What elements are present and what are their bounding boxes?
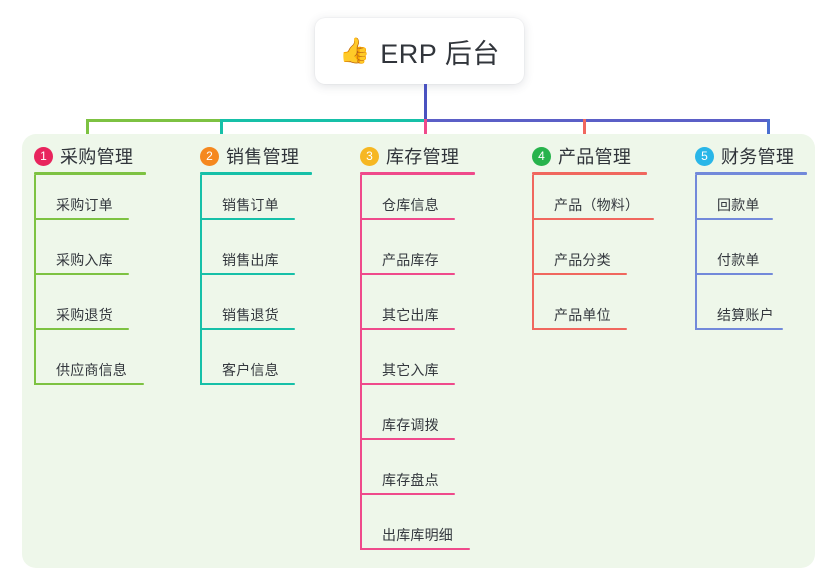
leaf-item[interactable]: 其它出库 bbox=[360, 290, 455, 330]
leaf-item-underline bbox=[200, 218, 295, 220]
column-header-3[interactable]: 3 库存管理 bbox=[360, 143, 459, 169]
column-number-badge: 3 bbox=[360, 146, 379, 166]
column-underline bbox=[360, 172, 475, 175]
leaf-item-underline bbox=[34, 218, 129, 220]
leaf-item-label: 客户信息 bbox=[222, 362, 279, 378]
leaf-item-label: 仓库信息 bbox=[382, 197, 439, 213]
leaf-item[interactable]: 采购订单 bbox=[34, 180, 129, 220]
leaf-item[interactable]: 产品库存 bbox=[360, 235, 455, 275]
leaf-item[interactable]: 其它入库 bbox=[360, 345, 455, 385]
leaf-item-label: 库存盘点 bbox=[382, 472, 439, 488]
leaf-item[interactable]: 产品（物料） bbox=[532, 180, 654, 220]
leaf-item[interactable]: 库存盘点 bbox=[360, 455, 455, 495]
leaf-item-underline bbox=[360, 548, 470, 550]
column-number-badge: 2 bbox=[200, 146, 219, 166]
leaf-item-underline bbox=[532, 273, 627, 275]
column-spine bbox=[695, 175, 697, 330]
leaf-item-label: 库存调拨 bbox=[382, 417, 439, 433]
leaf-item-underline bbox=[360, 438, 455, 440]
column-header-1[interactable]: 1 采购管理 bbox=[34, 143, 133, 169]
leaf-item-underline bbox=[200, 328, 295, 330]
column-underline bbox=[695, 172, 807, 175]
leaf-item-label: 产品分类 bbox=[554, 252, 611, 268]
column-title: 销售管理 bbox=[226, 147, 300, 167]
leaf-item[interactable]: 产品单位 bbox=[532, 290, 627, 330]
leaf-item[interactable]: 销售出库 bbox=[200, 235, 295, 275]
column-underline bbox=[200, 172, 312, 175]
leaf-item-label: 结算账户 bbox=[717, 307, 774, 323]
leaf-item[interactable]: 销售订单 bbox=[200, 180, 295, 220]
connector-trunk-teal bbox=[220, 119, 425, 122]
column-number-badge: 4 bbox=[532, 146, 551, 166]
leaf-item-underline bbox=[532, 328, 627, 330]
column-header-2[interactable]: 2 销售管理 bbox=[200, 143, 299, 169]
column-title: 库存管理 bbox=[386, 147, 460, 167]
leaf-item[interactable]: 付款单 bbox=[695, 235, 773, 275]
column-title: 财务管理 bbox=[721, 147, 795, 167]
leaf-item-underline bbox=[200, 273, 295, 275]
column-spine bbox=[532, 175, 534, 330]
column-title: 采购管理 bbox=[60, 147, 134, 167]
leaf-item-underline bbox=[360, 328, 455, 330]
leaf-item-underline bbox=[360, 493, 455, 495]
leaf-item[interactable]: 客户信息 bbox=[200, 345, 295, 385]
leaf-item[interactable]: 采购退货 bbox=[34, 290, 129, 330]
leaf-item-underline bbox=[34, 273, 129, 275]
column-title: 产品管理 bbox=[558, 147, 632, 167]
column-spine bbox=[200, 175, 202, 385]
leaf-item-label: 供应商信息 bbox=[56, 362, 127, 378]
leaf-item-label: 回款单 bbox=[717, 197, 760, 213]
leaf-item-label: 出库库明细 bbox=[382, 527, 453, 543]
leaf-item[interactable]: 采购入库 bbox=[34, 235, 129, 275]
connector-trunk-purple bbox=[424, 119, 770, 122]
leaf-item-label: 产品库存 bbox=[382, 252, 439, 268]
connector-stem-root bbox=[424, 84, 427, 122]
column-number-badge: 1 bbox=[34, 146, 53, 166]
leaf-item-underline bbox=[532, 218, 654, 220]
leaf-item-label: 销售订单 bbox=[222, 197, 279, 213]
leaf-item[interactable]: 产品分类 bbox=[532, 235, 627, 275]
column-header-5[interactable]: 5 财务管理 bbox=[695, 143, 794, 169]
column-underline bbox=[34, 172, 146, 175]
leaf-item-underline bbox=[360, 383, 455, 385]
leaf-item-label: 采购订单 bbox=[56, 197, 113, 213]
page-title: ERP 后台 bbox=[380, 38, 500, 69]
leaf-item-label: 产品单位 bbox=[554, 307, 611, 323]
column-underline bbox=[532, 172, 647, 175]
leaf-item-underline bbox=[360, 218, 455, 220]
leaf-item[interactable]: 库存调拨 bbox=[360, 400, 455, 440]
leaf-item-underline bbox=[34, 383, 144, 385]
column-spine bbox=[34, 175, 36, 385]
leaf-item[interactable]: 仓库信息 bbox=[360, 180, 455, 220]
column-spine bbox=[360, 175, 362, 550]
column-header-4[interactable]: 4 产品管理 bbox=[532, 143, 631, 169]
leaf-item-label: 付款单 bbox=[717, 252, 760, 268]
connector-trunk-green bbox=[86, 119, 221, 122]
leaf-item-label: 采购退货 bbox=[56, 307, 113, 323]
leaf-item-label: 销售出库 bbox=[222, 252, 279, 268]
leaf-item-underline bbox=[360, 273, 455, 275]
root-node[interactable]: 👍 ERP 后台 bbox=[315, 18, 524, 84]
leaf-item[interactable]: 销售退货 bbox=[200, 290, 295, 330]
leaf-item-underline bbox=[695, 328, 783, 330]
diagram-board: 1 采购管理采购订单采购入库采购退货供应商信息 2 销售管理销售订单销售出库销售退货客… bbox=[22, 134, 815, 568]
leaf-item-label: 其它入库 bbox=[382, 362, 439, 378]
thumbs-up-icon: 👍 bbox=[339, 36, 371, 65]
leaf-item-underline bbox=[695, 218, 773, 220]
leaf-item-underline bbox=[200, 383, 295, 385]
leaf-item[interactable]: 供应商信息 bbox=[34, 345, 144, 385]
leaf-item-label: 产品（物料） bbox=[554, 197, 640, 213]
leaf-item[interactable]: 回款单 bbox=[695, 180, 773, 220]
leaf-item[interactable]: 结算账户 bbox=[695, 290, 783, 330]
leaf-item-label: 其它出库 bbox=[382, 307, 439, 323]
leaf-item-underline bbox=[34, 328, 129, 330]
leaf-item[interactable]: 出库库明细 bbox=[360, 510, 470, 550]
leaf-item-underline bbox=[695, 273, 773, 275]
leaf-item-label: 采购入库 bbox=[56, 252, 113, 268]
column-number-badge: 5 bbox=[695, 146, 714, 166]
leaf-item-label: 销售退货 bbox=[222, 307, 279, 323]
